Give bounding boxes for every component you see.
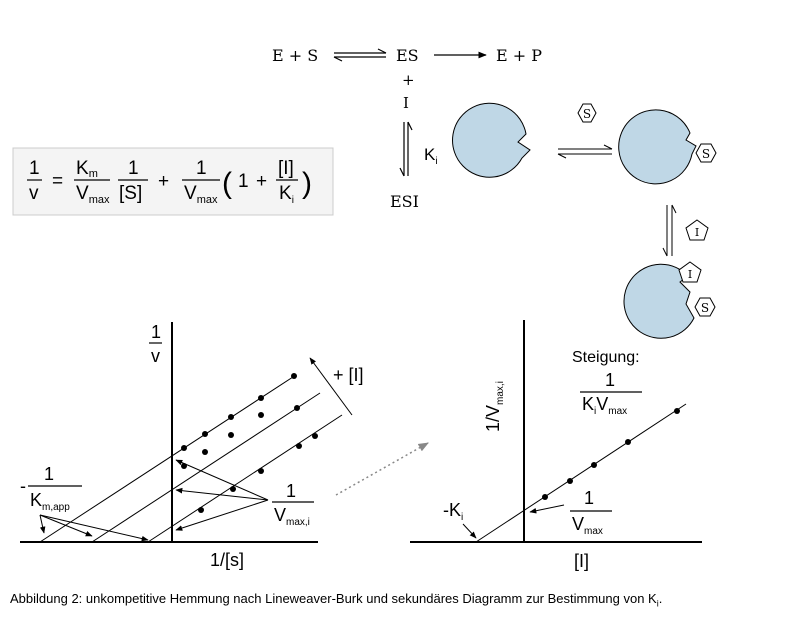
lb-y-label-num: 1 (151, 322, 161, 342)
eq-one-b: 1 (196, 158, 207, 179)
enzyme-cartoon: S S I I S (452, 102, 717, 339)
lb-y-label-den: v (151, 346, 160, 366)
sec-x-label: [I] (574, 551, 589, 571)
bound-substrate-label: S (702, 147, 710, 161)
sec-data-points (542, 408, 680, 500)
eq-one-a: 1 (128, 158, 139, 179)
esi-substrate-label: S (701, 301, 709, 315)
eq-equals: = (52, 171, 63, 192)
lb-line-high-i (39, 374, 297, 543)
esi-text: ESI (390, 192, 419, 211)
sec-slope-title: Steigung: (572, 349, 640, 366)
sec-slope-num: 1 (605, 370, 615, 390)
esi-enzyme (623, 263, 695, 339)
reaction-scheme: E + S ES E + P + I Ki ESI (272, 46, 542, 211)
sec-yint-num: 1 (584, 488, 594, 508)
free-inhibitor-shape (685, 219, 709, 241)
reaction-left-text: E + S (272, 46, 318, 65)
sec-yint-den: Vmax (572, 514, 603, 537)
sec-y-label: 1/Vmax,i (483, 381, 506, 432)
lb-x-int-den: Km,app (30, 490, 70, 513)
lb-y-int-num: 1 (286, 481, 296, 501)
esi-substrate-shape (694, 297, 716, 317)
equilibrium-forward-barb (377, 48, 387, 54)
eq-vmax-1: Vmax (76, 183, 110, 206)
lb-line-low-i (147, 414, 343, 543)
equation-frame (12, 147, 334, 216)
sec-line (475, 403, 687, 543)
sec-neg-ki: -Ki (443, 500, 463, 523)
eq-one-c: 1 (238, 171, 249, 192)
lb-data-points (181, 373, 318, 513)
free-substrate-label: S (583, 107, 591, 121)
eq-km: Km (76, 158, 98, 180)
lb-y-int-den: Vmax,i (274, 505, 310, 528)
ki-text: Ki (424, 145, 438, 167)
lb-increase-arrow (309, 357, 353, 416)
es-enzyme (618, 109, 697, 185)
vertical-eq-up-barb (407, 121, 413, 131)
reaction-mid-text: ES (396, 46, 419, 65)
secondary-plot: 1/Vmax,i [I] Steigung: 1 KiVmax -Ki 1 Vm… (410, 320, 702, 571)
eq-plus-2: + (256, 171, 267, 192)
figure-caption: Abbildung 2: unkompetitive Hemmung nach … (10, 591, 663, 609)
lb-x-label: 1/[s] (210, 550, 244, 570)
eq-lhs-num: 1 (29, 158, 40, 179)
eq-close-paren: ) (302, 167, 312, 200)
eq-lhs-den: v (29, 183, 39, 204)
vertical-eq-down-barb (399, 167, 405, 177)
equation-box: 1 v = Km Vmax 1 [S] + 1 Vmax ( 1 + [I] K… (12, 147, 334, 216)
eq-plus: + (158, 171, 169, 192)
eq-vmax-2: Vmax (184, 183, 218, 206)
connector-arrow (335, 442, 429, 496)
lb-x-int-num: 1 (44, 464, 54, 484)
eq-s-conc: [S] (119, 183, 142, 204)
free-enzyme (452, 102, 531, 178)
free-substrate-shape (577, 103, 597, 123)
equilibrium-back-barb (333, 56, 343, 62)
free-inhibitor-label: I (695, 226, 699, 239)
lineweaver-burk-plot: 1 v 1/[s] + [I] - 1 Km,app 1 Vmax,i (20, 322, 364, 570)
reaction-right-text: E + P (496, 46, 542, 65)
bound-inhibitor-shape (678, 261, 702, 283)
eq-i-conc: [I] (278, 158, 294, 179)
plus-sign: + (402, 71, 415, 89)
inhibitor-text: I (403, 94, 409, 112)
bound-substrate-shape (695, 143, 717, 163)
eq-ki: Ki (279, 183, 294, 206)
eq-open-paren: ( (222, 167, 232, 200)
lb-x-int-minus: - (20, 476, 26, 496)
bound-inhibitor-label: I (688, 268, 692, 281)
lb-increase-label: + [I] (333, 365, 364, 385)
sec-slope-den: KiVmax (582, 394, 627, 417)
lb-line-mid-i (91, 392, 321, 543)
